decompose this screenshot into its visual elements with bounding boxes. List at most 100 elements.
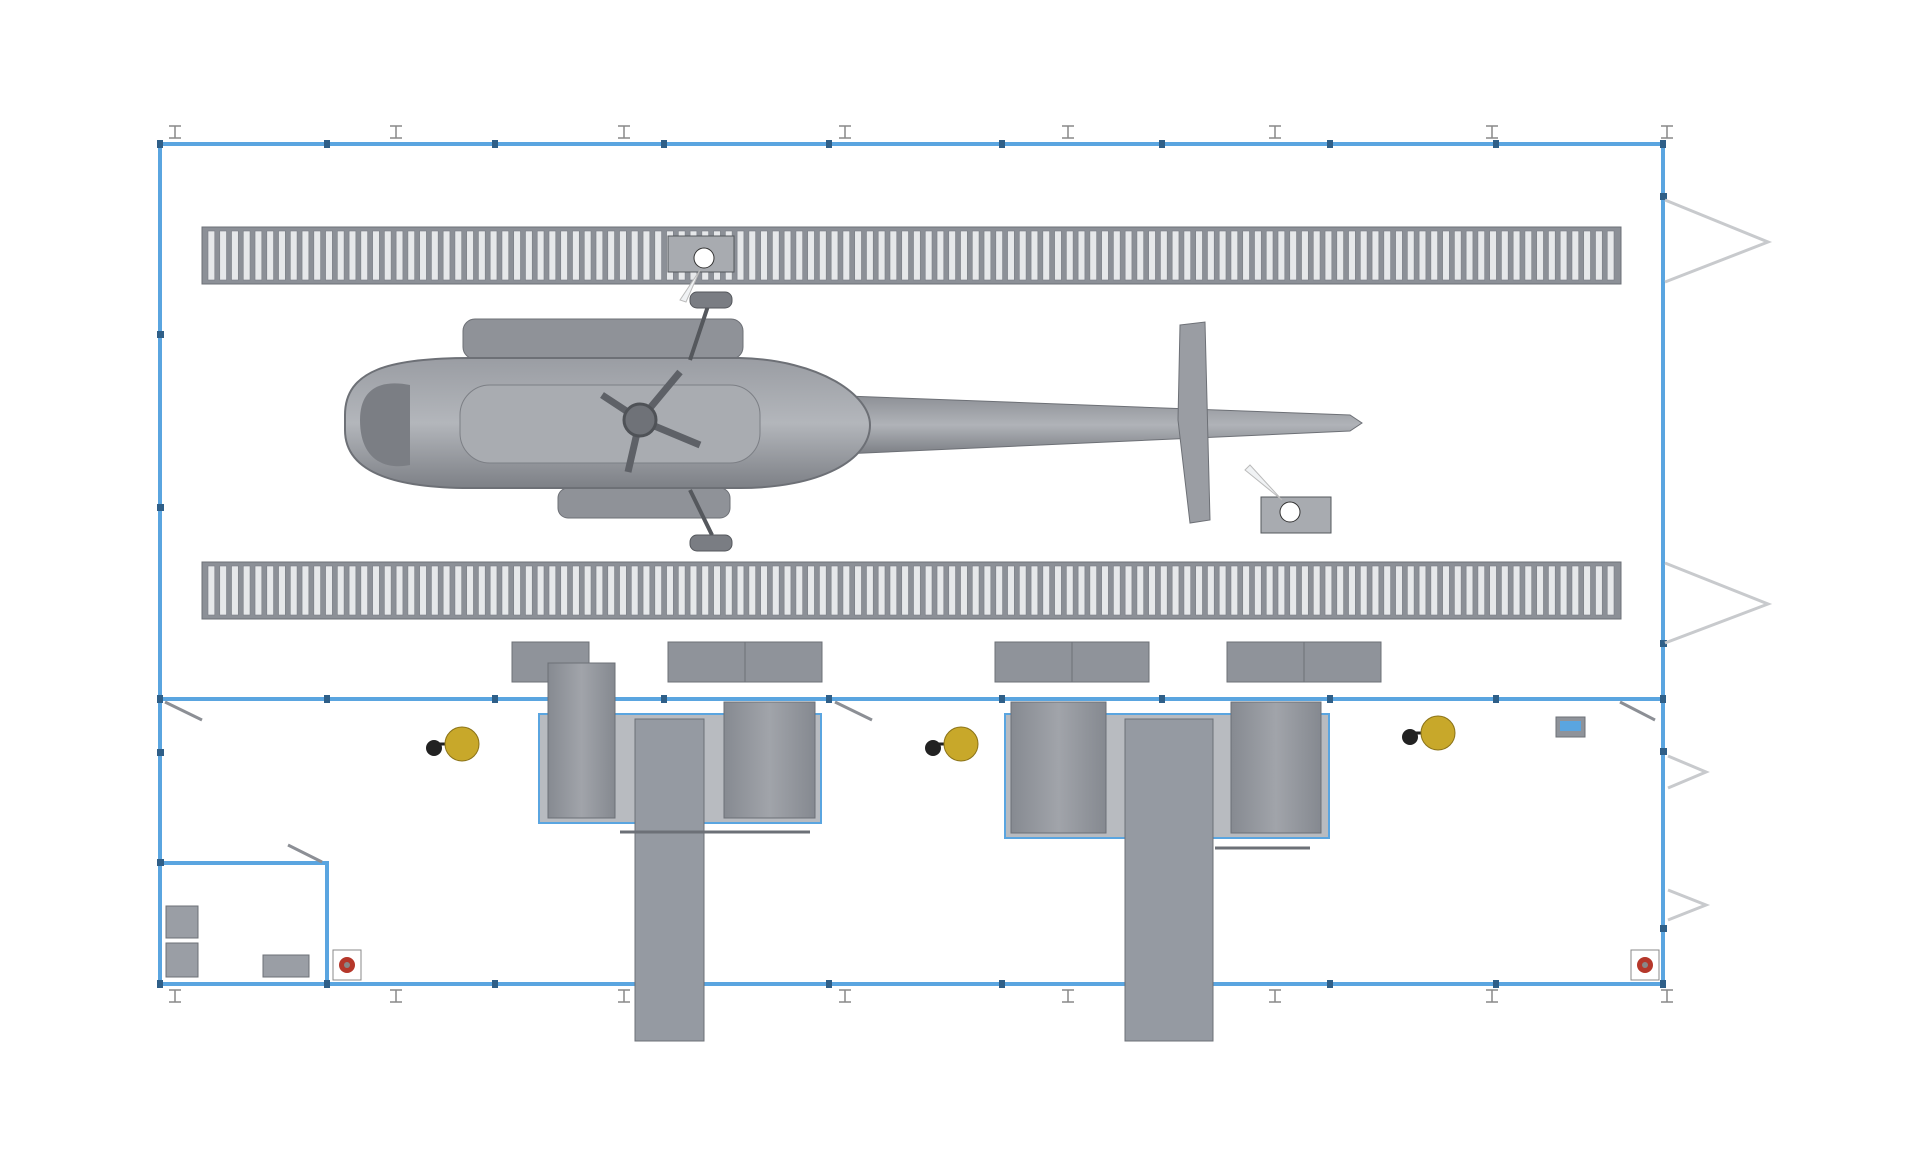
wall-joint [157, 859, 164, 866]
conveyor-roller [936, 230, 945, 281]
wall-joint [1493, 980, 1499, 988]
conveyor-roller [301, 230, 310, 281]
wall-joint [1327, 140, 1333, 148]
blower-fan-icon[interactable] [1402, 715, 1456, 751]
swing-door-icon[interactable] [834, 700, 873, 722]
conveyor-roller [1454, 565, 1462, 616]
conveyor-roller [1289, 230, 1297, 281]
conveyor-roller [1312, 565, 1321, 616]
conveyor-roller [1360, 230, 1368, 281]
swing-door-icon[interactable] [164, 700, 203, 722]
wall-joint [157, 140, 163, 148]
conveyor-roller [1524, 565, 1532, 616]
conveyor-roller [1089, 230, 1097, 281]
wash-booth-1 [538, 662, 822, 1042]
conveyor-roller [219, 230, 227, 281]
conveyor-roller [548, 565, 557, 616]
wall-joint [1327, 980, 1333, 988]
conveyor-roller [407, 230, 415, 281]
conveyor-roller [548, 230, 557, 281]
conveyor-roller [1548, 230, 1556, 281]
conveyor-roller [1254, 565, 1262, 616]
conveyor-roller [654, 230, 662, 281]
conveyor-roller [1524, 230, 1532, 281]
conveyor-roller [1395, 565, 1403, 616]
conveyor-roller [772, 230, 780, 281]
conveyor-roller [760, 565, 768, 616]
conveyor-roller [607, 230, 615, 281]
conveyor-roller [842, 230, 851, 281]
conveyor-roller [819, 565, 827, 616]
booth-panel [723, 701, 816, 819]
conveyor-roller [442, 565, 451, 616]
toolbox [262, 954, 310, 978]
swing-door-icon[interactable] [1667, 888, 1711, 922]
conveyor-roller [1301, 565, 1309, 616]
fire-extinguisher-icon[interactable] [1630, 949, 1660, 981]
ramp[interactable] [634, 718, 705, 1042]
conveyor-roller [783, 230, 792, 281]
swing-door-icon[interactable] [1667, 754, 1710, 790]
swing-door-icon[interactable] [1664, 561, 1773, 645]
blower-fan-icon[interactable] [426, 726, 480, 762]
conveyor-roller [442, 230, 451, 281]
conveyor-roller [325, 230, 333, 281]
conveyor-roller [207, 565, 216, 616]
conveyor-roller [1195, 565, 1203, 616]
conveyor-roller [219, 565, 227, 616]
conveyor-roller [1242, 565, 1250, 616]
conveyor-roller [1089, 565, 1097, 616]
conveyor-roller [348, 565, 357, 616]
conveyor-roller [995, 565, 1003, 616]
conveyor-roller [1312, 230, 1321, 281]
control-panel-icon[interactable] [1555, 716, 1586, 738]
wash-booth-2 [1004, 701, 1330, 1042]
i-beam-icon [839, 989, 851, 1003]
conveyor-roller [1171, 565, 1180, 616]
conveyor-roller [1536, 230, 1544, 281]
swing-door-icon[interactable] [1619, 700, 1656, 722]
conveyor-roller [501, 230, 510, 281]
conveyor-roller [795, 565, 803, 616]
conveyor-roller [1042, 230, 1050, 281]
conveyor-bottom [201, 561, 1622, 620]
fire-extinguisher-icon[interactable] [332, 949, 362, 981]
conveyor-roller [1265, 230, 1274, 281]
swing-door-icon[interactable] [287, 843, 323, 864]
conveyor-roller [290, 230, 298, 281]
conveyor-roller [360, 565, 368, 616]
storage-box [165, 905, 199, 939]
conveyor-roller [1113, 565, 1121, 616]
conveyor-top [201, 226, 1622, 285]
blower-fan-icon[interactable] [925, 726, 979, 762]
conveyor-roller [1007, 230, 1015, 281]
conveyor-roller [830, 565, 839, 616]
i-beam-icon [390, 989, 402, 1003]
conveyor-roller [1218, 230, 1227, 281]
conveyor-roller [854, 565, 862, 616]
swing-door-icon[interactable] [1664, 198, 1773, 284]
conveyor-roller [1160, 230, 1168, 281]
conveyor-roller [678, 565, 686, 616]
conveyor-roller [1207, 230, 1215, 281]
conveyor-roller [572, 565, 580, 616]
conveyor-roller [866, 565, 874, 616]
conveyor-roller [748, 230, 756, 281]
i-beam-icon [1486, 989, 1498, 1003]
wall-joint [1493, 695, 1499, 703]
conveyor-roller [278, 565, 286, 616]
conveyor-roller [1042, 565, 1050, 616]
booth-panel [1230, 701, 1322, 834]
wall-joint [157, 504, 164, 511]
conveyor-roller [231, 230, 239, 281]
conveyor-roller [1265, 565, 1274, 616]
hangar-walls [158, 142, 1665, 986]
conveyor-roller [936, 565, 945, 616]
conveyor-roller [501, 565, 510, 616]
conveyor-roller [1066, 230, 1074, 281]
conveyor-roller [772, 565, 780, 616]
ramp[interactable] [1124, 718, 1214, 1042]
conveyor-roller [478, 230, 486, 281]
conveyor-roller [583, 565, 592, 616]
lower-bay-wall [158, 697, 1665, 986]
